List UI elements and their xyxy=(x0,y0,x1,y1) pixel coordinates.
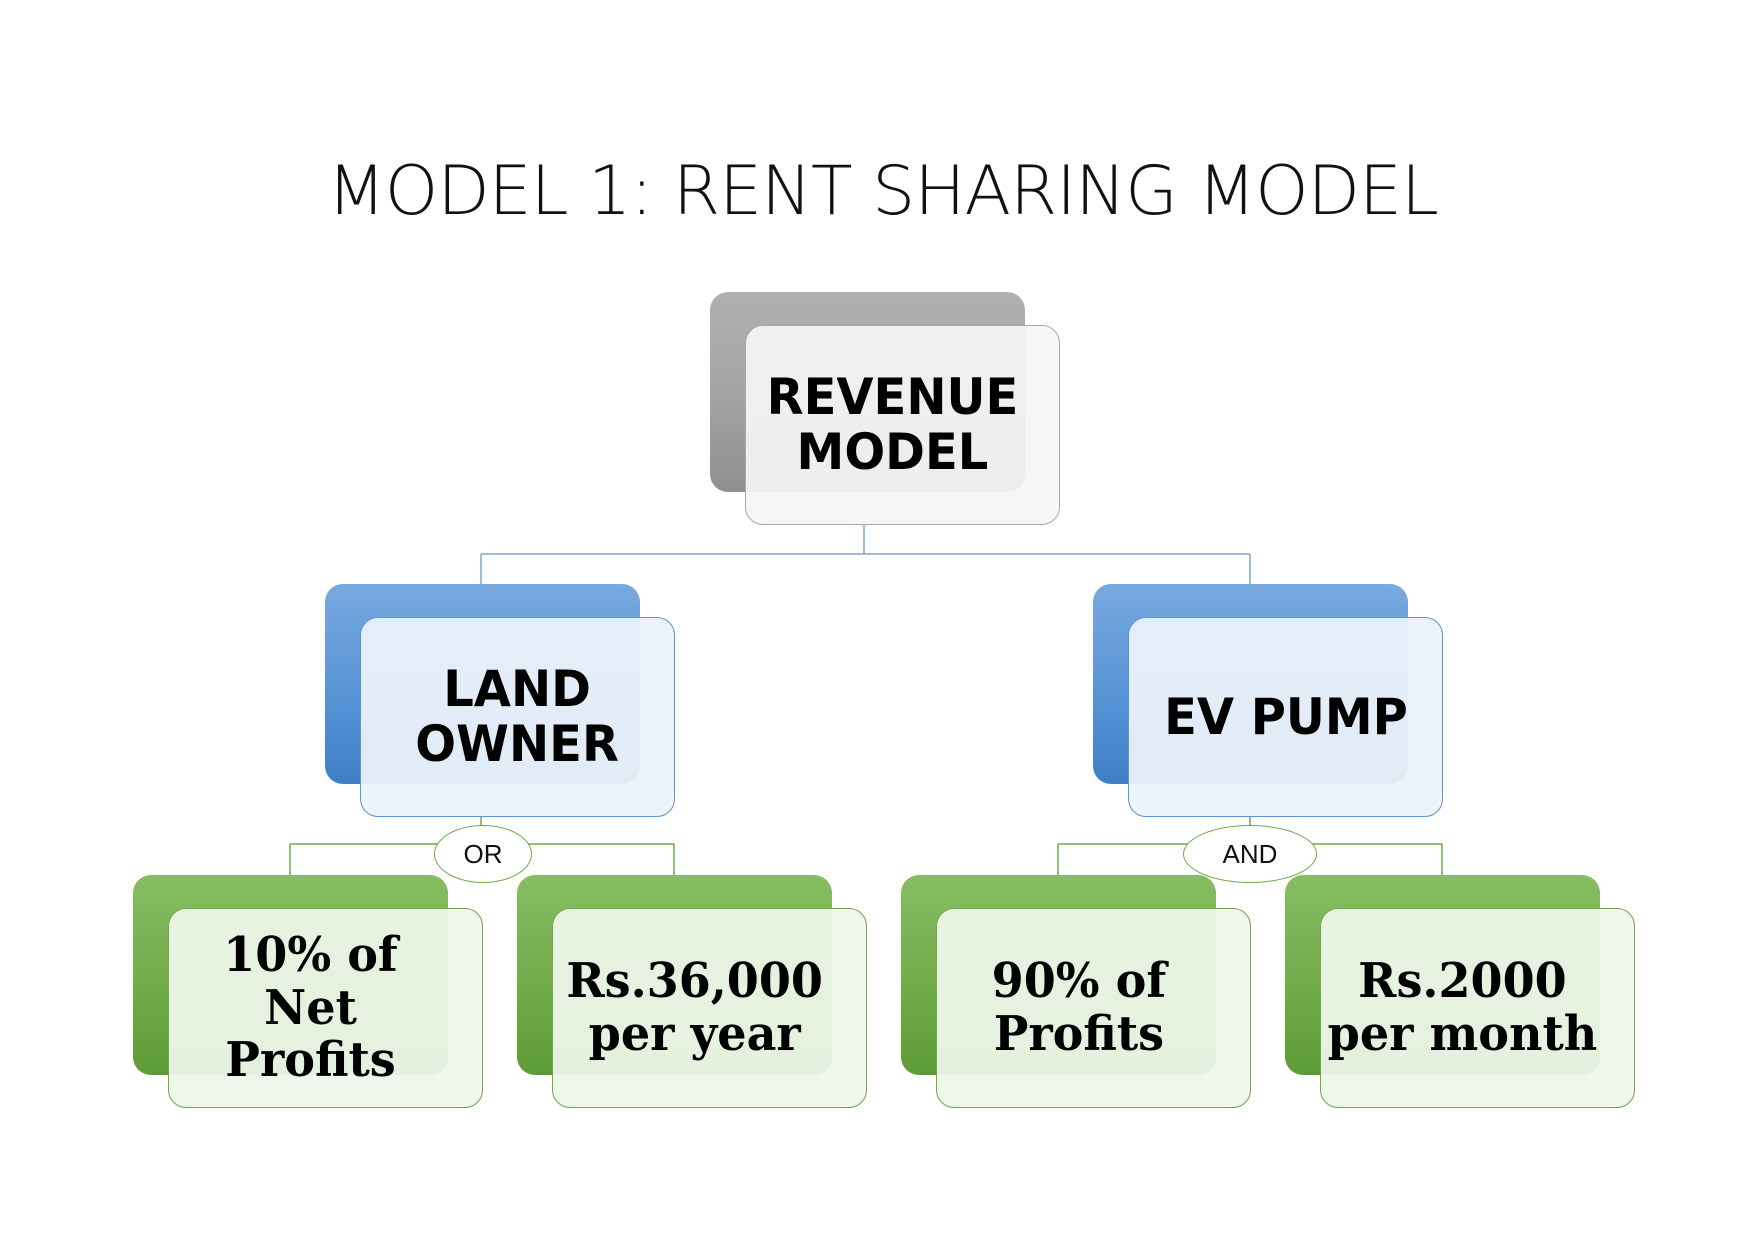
revenue-model-node: REVENUE MODEL xyxy=(710,292,1060,525)
yearly-rent-node: Rs.36,000 per year xyxy=(517,875,867,1108)
monthly-rent-node: Rs.2000 per month xyxy=(1285,875,1635,1108)
net-profits-share-node: 10% of Net Profits xyxy=(133,875,483,1108)
ev-pump-node: EV PUMP xyxy=(1093,584,1443,817)
root-connector xyxy=(480,525,1251,585)
node-card: 90% of Profits xyxy=(936,908,1251,1108)
revenue-model-label: REVENUE MODEL xyxy=(767,368,1019,481)
profits-share-label: 90% of Profits xyxy=(991,953,1166,1062)
yearly-rent-label: Rs.36,000 per year xyxy=(566,953,823,1062)
node-card: REVENUE MODEL xyxy=(745,325,1060,525)
node-card: Rs.36,000 per year xyxy=(552,908,867,1108)
land-owner-node: LAND OWNER xyxy=(325,584,675,817)
net-profits-share-label: 10% of Net Profits xyxy=(223,926,398,1089)
node-card: Rs.2000 per month xyxy=(1320,908,1635,1108)
node-card: EV PUMP xyxy=(1128,617,1443,817)
land-owner-label: LAND OWNER xyxy=(415,660,620,773)
and-connector-badge: AND xyxy=(1183,825,1317,883)
or-connector-badge: OR xyxy=(434,825,532,883)
monthly-rent-label: Rs.2000 per month xyxy=(1327,953,1598,1062)
node-card: LAND OWNER xyxy=(360,617,675,817)
node-card: 10% of Net Profits xyxy=(168,908,483,1108)
page-title: MODEL 1: RENT SHARING MODEL xyxy=(327,152,1439,231)
ev-pump-label: EV PUMP xyxy=(1163,687,1408,746)
profits-share-node: 90% of Profits xyxy=(901,875,1251,1108)
